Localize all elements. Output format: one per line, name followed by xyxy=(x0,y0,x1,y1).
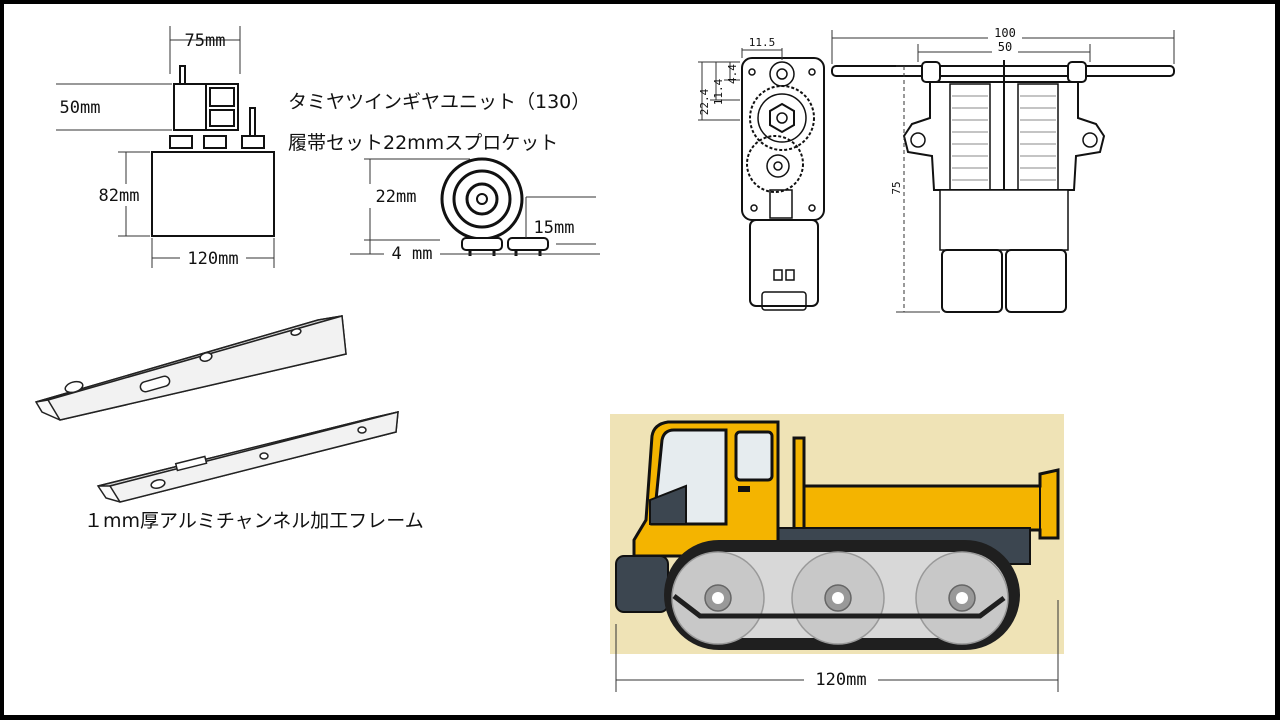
dim-vehicle-length: 120mm xyxy=(815,670,866,690)
gear-unit-window xyxy=(209,87,235,107)
dim-75: 75 xyxy=(890,181,903,194)
hex-shaft xyxy=(769,102,795,134)
label-backing xyxy=(368,184,424,208)
aluminium-frames xyxy=(34,315,399,503)
track-guide xyxy=(672,594,1006,619)
dim-width-box: 120mm xyxy=(187,249,238,269)
mount-block xyxy=(203,135,227,149)
gearbox-side-view xyxy=(741,57,825,311)
shaft xyxy=(249,107,256,137)
caption-gearbox: タミヤツインギヤユニット（130） xyxy=(288,91,590,113)
track-link xyxy=(507,237,549,251)
dim-height-box: 82mm xyxy=(99,186,140,206)
battery-box xyxy=(151,151,275,237)
cab-rear-window xyxy=(734,430,774,482)
dim-22-4: 22.4 xyxy=(698,88,711,115)
gearbox-sketch xyxy=(151,65,275,237)
diagram-svg: 75mm 50mm 82mm 120mm タミヤツインギヤユニット（130） 履… xyxy=(34,26,1175,692)
mount-block xyxy=(241,135,265,149)
side-motor xyxy=(749,219,819,307)
side-view-dimension-lines xyxy=(698,48,783,121)
gearbox-front-view xyxy=(831,60,1175,313)
dim-4-4: 4.4 xyxy=(726,64,739,84)
motor-coupler xyxy=(769,189,793,219)
front-bumper xyxy=(615,555,669,613)
motor-cap xyxy=(761,291,807,311)
gear-large-inner xyxy=(757,93,807,143)
bed-headboard xyxy=(792,436,806,532)
track-link xyxy=(461,237,503,251)
dim-sprocket-diameter: 22mm xyxy=(376,187,417,207)
caption-sprocket: 履帯セット22mmスプロケット xyxy=(288,132,558,154)
road-wheel xyxy=(791,551,885,645)
dim-11-4: 11.4 xyxy=(712,78,725,105)
gear-unit-window xyxy=(209,109,235,127)
vehicle-illustration xyxy=(610,414,1064,654)
sprocket-ring xyxy=(452,169,512,229)
road-wheel xyxy=(671,551,765,645)
gearbox-dimension-lines xyxy=(56,26,275,268)
motor-bracket xyxy=(939,189,1069,251)
dim-sprocket-side: 15mm xyxy=(534,218,575,238)
sprocket-hub xyxy=(465,182,499,216)
label-backing xyxy=(96,184,142,206)
label-backing xyxy=(804,668,878,690)
caption-frame: １mm厚アルミチャンネル加工フレーム xyxy=(84,510,424,532)
gear-large xyxy=(749,85,815,151)
shaft xyxy=(179,65,186,85)
dim-50: 50 xyxy=(998,40,1012,54)
gear-pinion xyxy=(766,154,790,178)
door-handle xyxy=(738,486,750,492)
gear-mid xyxy=(746,135,804,193)
mount-block xyxy=(169,135,193,149)
label-backing xyxy=(992,40,1018,54)
road-wheel xyxy=(915,551,1009,645)
label-backing xyxy=(988,26,1022,40)
seat xyxy=(649,484,687,525)
dim-height-gear: 50mm xyxy=(60,98,101,118)
label-backing xyxy=(384,243,440,263)
dim-sprocket-bottom: 4 mm xyxy=(392,244,433,264)
dim-11-5: 11.5 xyxy=(749,36,776,49)
frame-rail-upper xyxy=(34,315,347,421)
sprocket-axle xyxy=(476,193,488,205)
frame-rail-lower xyxy=(96,411,399,503)
drawing-canvas: 75mm 50mm 82mm 120mm タミヤツインギヤユニット（130） 履… xyxy=(4,4,1275,715)
dim-width-top: 75mm xyxy=(185,31,226,51)
front-view-gear-teeth xyxy=(952,95,1056,181)
side-housing xyxy=(741,57,825,221)
shaft-hub-left xyxy=(921,61,941,83)
front-motor-left xyxy=(941,249,1003,313)
dim-100: 100 xyxy=(994,26,1016,40)
label-backing xyxy=(180,248,246,268)
shaft-hub-right xyxy=(1067,61,1087,83)
sprocket-sketch xyxy=(440,157,549,256)
front-motor-right xyxy=(1005,249,1067,313)
